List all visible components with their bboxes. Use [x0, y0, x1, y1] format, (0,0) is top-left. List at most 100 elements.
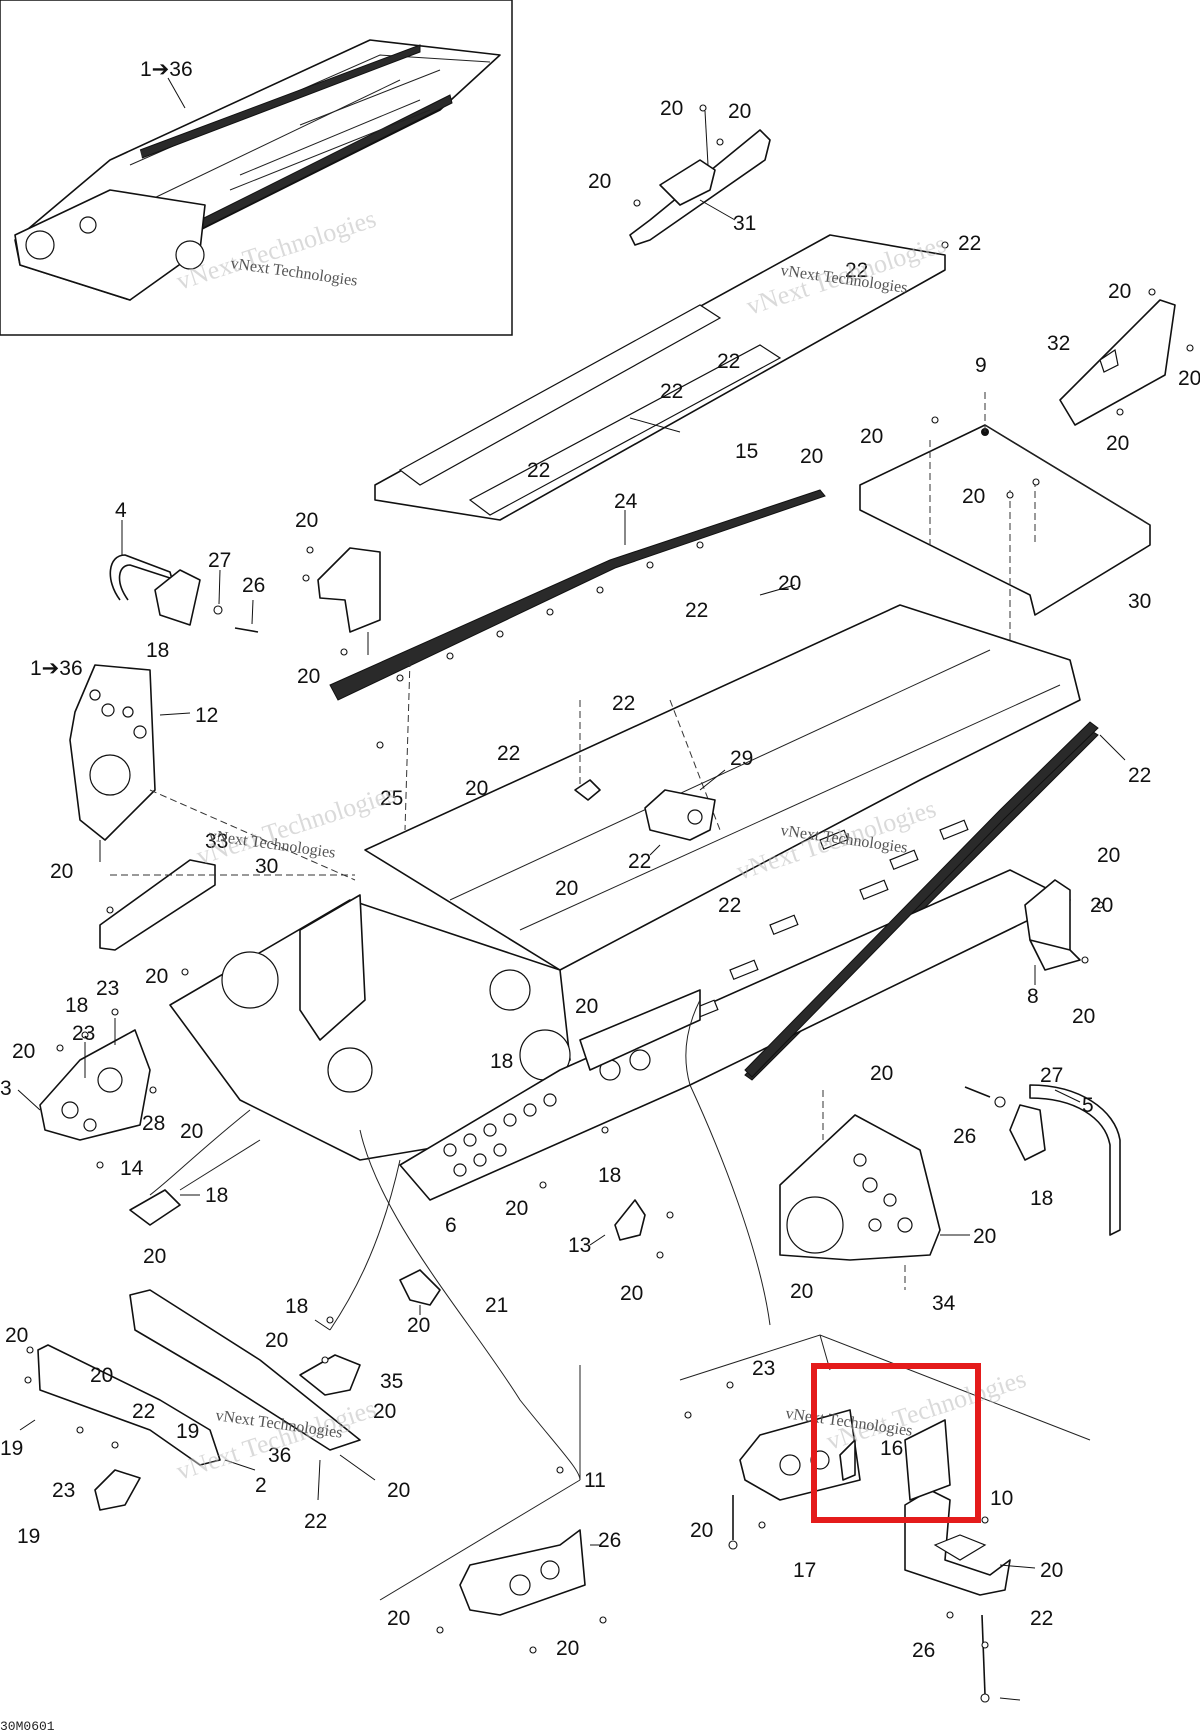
callout-20: 20	[860, 425, 883, 448]
callout-20: 33	[205, 830, 228, 853]
callout-25: 22	[1128, 764, 1151, 787]
main-tunnel	[169, 604, 1099, 1201]
inset-overview: 1➔36 vNext Technologies vNext Technologi…	[0, 0, 513, 336]
callout-22: 22	[685, 599, 708, 622]
callout-30: 22	[628, 850, 651, 873]
callout-12: 12	[195, 704, 218, 727]
callout-19: 19	[0, 1437, 23, 1460]
part-7-bracket	[302, 546, 381, 656]
callout-20: 20	[387, 1607, 410, 1630]
part-12-plate	[69, 664, 356, 881]
callout-20: 17	[793, 1559, 816, 1582]
callout-18: 18	[1030, 1187, 1053, 1210]
callout-22: 10	[990, 1487, 1013, 1510]
figure-reference: 30M0601	[0, 1719, 55, 1734]
callout-22: 23	[752, 1357, 775, 1380]
callout-20: 20	[297, 665, 320, 688]
callout-23: 11	[584, 1469, 606, 1492]
callout-22: 20	[1097, 844, 1120, 867]
callout-20: 20	[295, 509, 318, 532]
callout-4: 4	[115, 499, 127, 522]
callout-36: 2	[255, 1474, 267, 1497]
callout-22: 22	[497, 742, 520, 765]
callout-20: 20	[556, 1637, 579, 1660]
callout-27: 27	[208, 549, 231, 572]
callout-16: 16	[880, 1437, 903, 1460]
callout-22: 22	[718, 894, 741, 917]
callout-19: 36	[268, 1444, 291, 1467]
callout-5: 5	[1082, 1094, 1094, 1117]
callout-20: 20	[265, 1329, 288, 1352]
callout-20: 34	[932, 1292, 956, 1315]
part-5-handle	[964, 1084, 1121, 1236]
callout-18: 20	[5, 1324, 28, 1347]
callout-20: 20	[180, 1120, 203, 1143]
callout-29: 29	[730, 747, 753, 770]
callout-20: 25	[380, 787, 403, 810]
part-29-30-brackets	[574, 769, 726, 856]
callout-26: 20	[690, 1519, 713, 1542]
callout-20: 22	[304, 1510, 327, 1533]
part-32-bracket	[1059, 288, 1194, 426]
callout-23: 23	[96, 977, 119, 1000]
callout-28: 28	[142, 1112, 165, 1135]
callout-20: 20	[145, 965, 168, 988]
callout-32: 32	[1047, 332, 1070, 355]
callout-23: 23	[72, 1022, 95, 1045]
callout-20: 18	[490, 1050, 513, 1073]
callout-31: 31	[733, 212, 756, 235]
part-14-plate	[129, 1139, 261, 1226]
callout-13: 20	[973, 1225, 996, 1248]
callout-20: 20	[588, 170, 611, 193]
callout-18: 18	[598, 1164, 621, 1187]
callout-20: 20	[90, 1364, 113, 1387]
callout-20: 20	[870, 1062, 893, 1085]
assembly-leader-curves	[149, 999, 771, 1481]
part-34-bracket	[399, 1269, 441, 1315]
callout-22: 22	[717, 350, 740, 373]
callout-20: 20	[620, 1282, 643, 1305]
callout-22: 22	[845, 259, 868, 282]
callout-22: 22	[660, 380, 683, 403]
part-11-subassembly	[379, 1365, 607, 1654]
callout-9: 9	[975, 354, 987, 377]
callout-35: 20	[373, 1400, 396, 1423]
part-8-bracket	[1024, 879, 1104, 985]
callout-22: 20	[143, 1245, 166, 1268]
callout-20: 20	[505, 1197, 528, 1220]
callout-20: 20	[575, 995, 598, 1018]
callout-22: 22	[612, 692, 635, 715]
callout-20: 35	[380, 1370, 403, 1393]
callout-26: 26	[953, 1125, 976, 1148]
callout-8: 8	[1027, 985, 1039, 1008]
callout-2: 20	[387, 1479, 410, 1502]
part-25-rail	[744, 721, 1126, 1078]
highlight-box	[811, 1363, 981, 1523]
callout-6: 13	[568, 1234, 591, 1257]
callout-20: 20	[790, 1280, 813, 1303]
callout-20: 20	[660, 97, 683, 120]
part-15-plate	[374, 234, 949, 521]
callout-20: 30	[1128, 590, 1151, 613]
callout-20: 20	[800, 445, 823, 468]
callout-20: 22	[1030, 1607, 1053, 1630]
callout-11: 26	[598, 1529, 621, 1552]
callout-20: 20	[1178, 367, 1200, 390]
callout-20: 20	[555, 877, 578, 900]
part-31-bracket	[629, 104, 771, 246]
part-33-bracket	[99, 859, 355, 976]
callout-20: 20	[1106, 432, 1129, 455]
part-6-bracket	[539, 1126, 674, 1259]
callout-27: 27	[1040, 1064, 1063, 1087]
callout-18: 18	[146, 639, 169, 662]
callout-20: 21	[485, 1294, 508, 1317]
callout-26: 26	[242, 574, 265, 597]
callout-3: 3	[0, 1077, 12, 1100]
callout-23: 19	[176, 1420, 199, 1443]
callout-10: 23	[52, 1479, 75, 1502]
callout-21: 18	[285, 1295, 308, 1318]
part-24-rail	[329, 489, 826, 749]
callout-22: 22	[958, 232, 981, 255]
callout-22: 22	[527, 459, 550, 482]
